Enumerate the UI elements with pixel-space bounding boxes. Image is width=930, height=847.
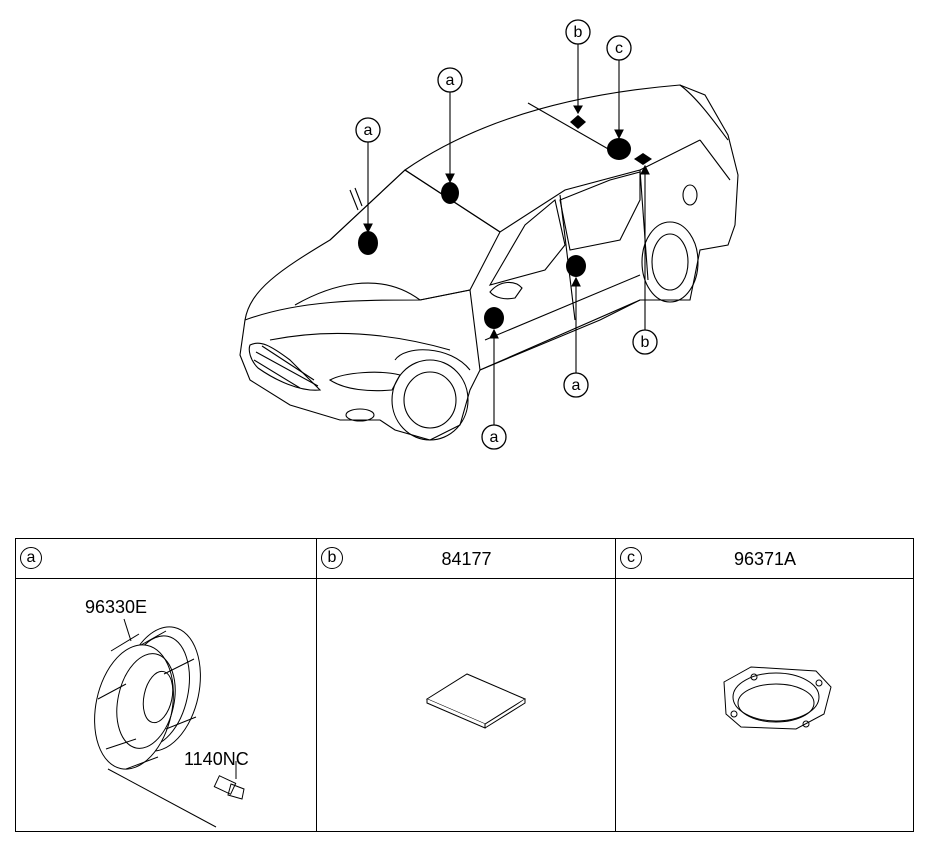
callout-a-windshield-label: a — [364, 122, 373, 139]
column-a-body: 96330E 1140NC — [16, 579, 316, 831]
column-c-part-number: 96371A — [733, 549, 797, 569]
column-c-header: c 96371A — [616, 539, 914, 579]
car-diagram: a a b c b a a — [239, 19, 739, 450]
callout-a-roof-label: a — [446, 72, 455, 89]
column-a-header: a — [16, 539, 316, 579]
callout-a-front-door — [481, 424, 507, 450]
speaker-mark-windshield — [358, 231, 378, 255]
callout-a-front-door-label: a — [490, 429, 499, 446]
column-a: a 96330E 1140NC — [16, 539, 316, 831]
speaker-marks — [358, 115, 652, 329]
column-b-part-number: 84177 — [441, 549, 492, 569]
column-c: c 96371A — [615, 539, 914, 831]
column-b-header: b 84177 — [317, 539, 616, 579]
gasket-illustration — [723, 666, 832, 730]
callout-b-top-label: b — [574, 24, 583, 41]
pad-illustration — [425, 673, 527, 729]
parts-table: a 96330E 1140NC — [15, 538, 914, 832]
callout-c — [606, 35, 632, 61]
callout-a-roof — [437, 67, 463, 93]
callout-a-rear-door-label: a — [572, 377, 581, 394]
leader-lines — [363, 44, 650, 425]
bolt-part-label: 1140NC — [184, 749, 249, 769]
column-b-letter: b — [321, 547, 343, 569]
pad-mark-rear-top — [570, 115, 586, 129]
column-a-letter: a — [20, 547, 42, 569]
speaker-part-label: 96330E — [85, 597, 148, 617]
callout-b-side-label: b — [641, 334, 650, 351]
column-c-letter: c — [620, 547, 642, 569]
callout-c-label: c — [615, 40, 623, 57]
pad-mark-rear-side — [634, 153, 652, 165]
callout-a-windshield — [355, 117, 381, 143]
column-b: b 84177 — [316, 539, 616, 831]
column-b-body — [317, 579, 616, 831]
speaker-mark-roof — [441, 182, 459, 204]
car-outline — [239, 84, 739, 441]
speaker-mark-rear-shelf — [607, 138, 631, 160]
callouts — [355, 19, 658, 450]
column-c-body — [616, 579, 914, 831]
callout-b-side — [632, 329, 658, 355]
speaker-illustration — [94, 618, 245, 828]
speaker-mark-rear-door — [566, 255, 586, 277]
callout-a-rear-door — [563, 372, 589, 398]
speaker-mark-front-door — [484, 307, 504, 329]
callout-b-top — [565, 19, 591, 45]
